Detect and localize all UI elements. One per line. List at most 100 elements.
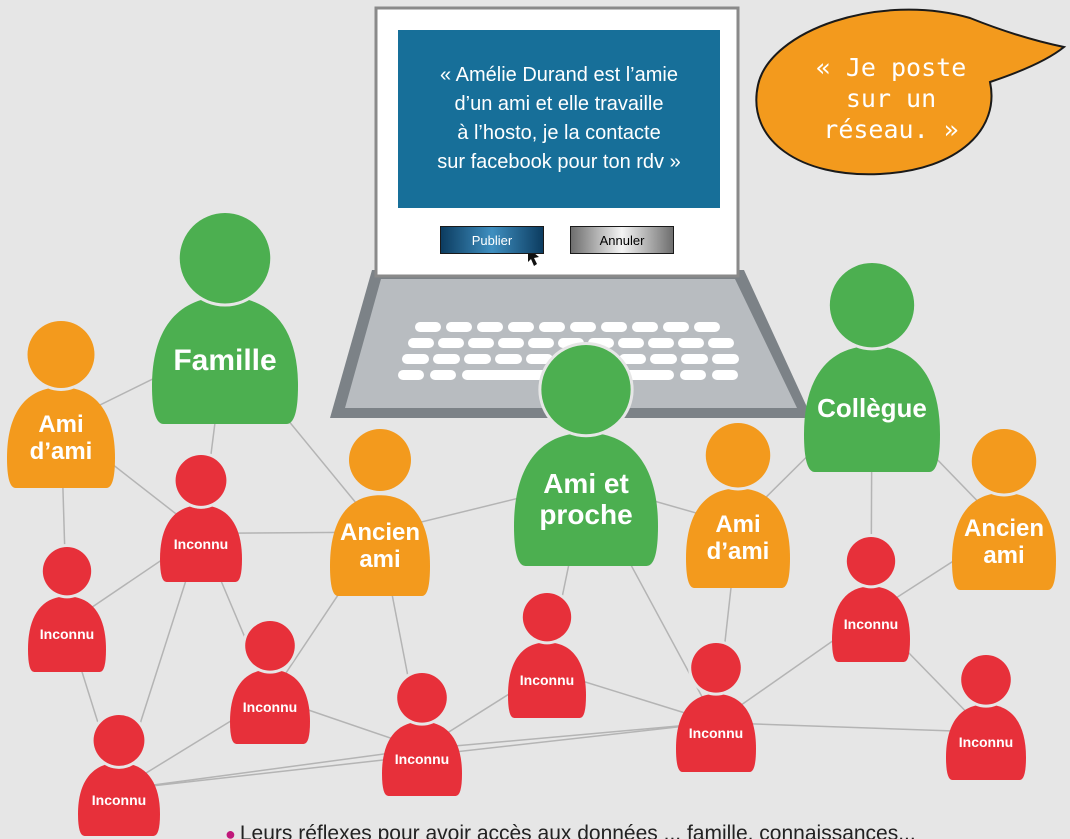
keyboard-key [708, 338, 734, 348]
person-collegue: Collègue [804, 260, 940, 472]
person-head [179, 213, 271, 304]
person-body [330, 495, 430, 596]
person-label: Inconnu [519, 672, 575, 689]
person-body [832, 586, 910, 662]
keyboard-key [430, 370, 456, 380]
laptop [330, 6, 812, 418]
legend-line: ●Leurs réflexes pour avoir accès aux don… [225, 822, 1070, 839]
person-famille: Famille [152, 210, 298, 424]
person-inconnu-8: Inconnu [832, 534, 910, 662]
person-icon [78, 712, 160, 836]
network-link [715, 721, 987, 733]
person-label: Inconnu [173, 535, 229, 552]
speech-bubble-text: « Je poste sur un réseau. » [815, 53, 967, 144]
person-body [676, 694, 756, 772]
person-label: Ancien ami [963, 514, 1044, 569]
keyboard-key [415, 322, 441, 332]
keyboard-key [618, 338, 644, 348]
screen-message-line: « Amélie Durand est l’amie [440, 64, 678, 86]
person-label: Ami d’ami [706, 511, 770, 566]
keyboard-key [601, 322, 627, 332]
keyboard-key [526, 354, 553, 364]
person-icon [832, 534, 910, 662]
keyboard-key [477, 322, 503, 332]
keyboard-key [619, 354, 646, 364]
person-head [175, 455, 227, 506]
keyboard-key [508, 322, 534, 332]
person-label: Collègue [817, 393, 927, 424]
person-body [230, 669, 310, 744]
screen-message-line: d’un ami et elle travaille [454, 93, 664, 115]
speech-bubble [755, 8, 1067, 176]
person-label: Inconnu [39, 626, 95, 643]
person-body [804, 346, 940, 472]
person-inconnu-1: Inconnu [160, 452, 242, 582]
person-inconnu-7: Inconnu [676, 640, 756, 772]
person-label: Inconnu [843, 616, 899, 633]
person-icon [952, 426, 1056, 590]
person-icon [152, 210, 298, 424]
person-body [382, 721, 462, 796]
person-head [961, 655, 1011, 705]
keyboard-key [632, 322, 658, 332]
person-icon [676, 640, 756, 772]
keyboard-key [663, 322, 689, 332]
person-icon [7, 318, 115, 488]
person-inconnu-2: Inconnu [28, 544, 106, 672]
person-label: Ancien ami [339, 518, 420, 573]
person-inconnu-5: Inconnu [382, 670, 462, 796]
screen-message: « Amélie Durand est l’amie d’un ami et e… [398, 30, 720, 208]
person-icon [330, 426, 430, 596]
person-head [245, 621, 295, 671]
person-body [7, 387, 115, 488]
legend-text: Leurs réflexes pour avoir accès aux donn… [239, 822, 916, 839]
person-icon [514, 342, 658, 566]
person-label: Inconnu [958, 734, 1014, 751]
person-icon [230, 618, 310, 744]
person-inconnu-4: Inconnu [230, 618, 310, 744]
person-head [349, 429, 411, 491]
laptop-screen [398, 30, 720, 208]
cancel-button[interactable]: Annuler [570, 226, 674, 254]
keyboard-key [438, 338, 464, 348]
person-icon [946, 652, 1026, 780]
person-icon [804, 260, 940, 472]
keyboard-key [681, 354, 708, 364]
person-head [42, 547, 92, 596]
keyboard-key [498, 338, 524, 348]
keyboard-key [648, 338, 674, 348]
person-head [971, 429, 1037, 494]
person-body [508, 642, 586, 718]
keyboard-key [464, 354, 491, 364]
person-label: Inconnu [242, 698, 298, 715]
person-label: Inconnu [688, 725, 744, 742]
keyboard-key [468, 338, 494, 348]
person-head [705, 423, 771, 488]
keyboard-key [402, 354, 429, 364]
person-label: Ami et proche [539, 468, 633, 531]
person-body [946, 704, 1026, 780]
person-icon [686, 420, 790, 588]
keyboard-key [433, 354, 460, 364]
person-ami-dami-1: Ami d’ami [7, 318, 115, 488]
network-link [118, 748, 423, 791]
person-head [397, 673, 447, 723]
publish-button[interactable]: Publier [440, 226, 544, 254]
person-head [522, 593, 572, 642]
person-icon [28, 544, 106, 672]
keyboard-key [694, 322, 720, 332]
keyboard-key [650, 354, 677, 364]
keyboard-key [446, 322, 472, 332]
person-inconnu-6: Inconnu [508, 590, 586, 718]
person-body [28, 596, 106, 672]
person-icon [508, 590, 586, 718]
person-head [27, 321, 95, 388]
person-body [514, 432, 658, 566]
person-head [93, 715, 145, 766]
keyboard-key [495, 354, 522, 364]
person-label: Famille [173, 343, 277, 377]
keyboard-key [680, 370, 706, 380]
keyboard-key [570, 322, 596, 332]
person-label: Ami d’ami [29, 410, 93, 465]
